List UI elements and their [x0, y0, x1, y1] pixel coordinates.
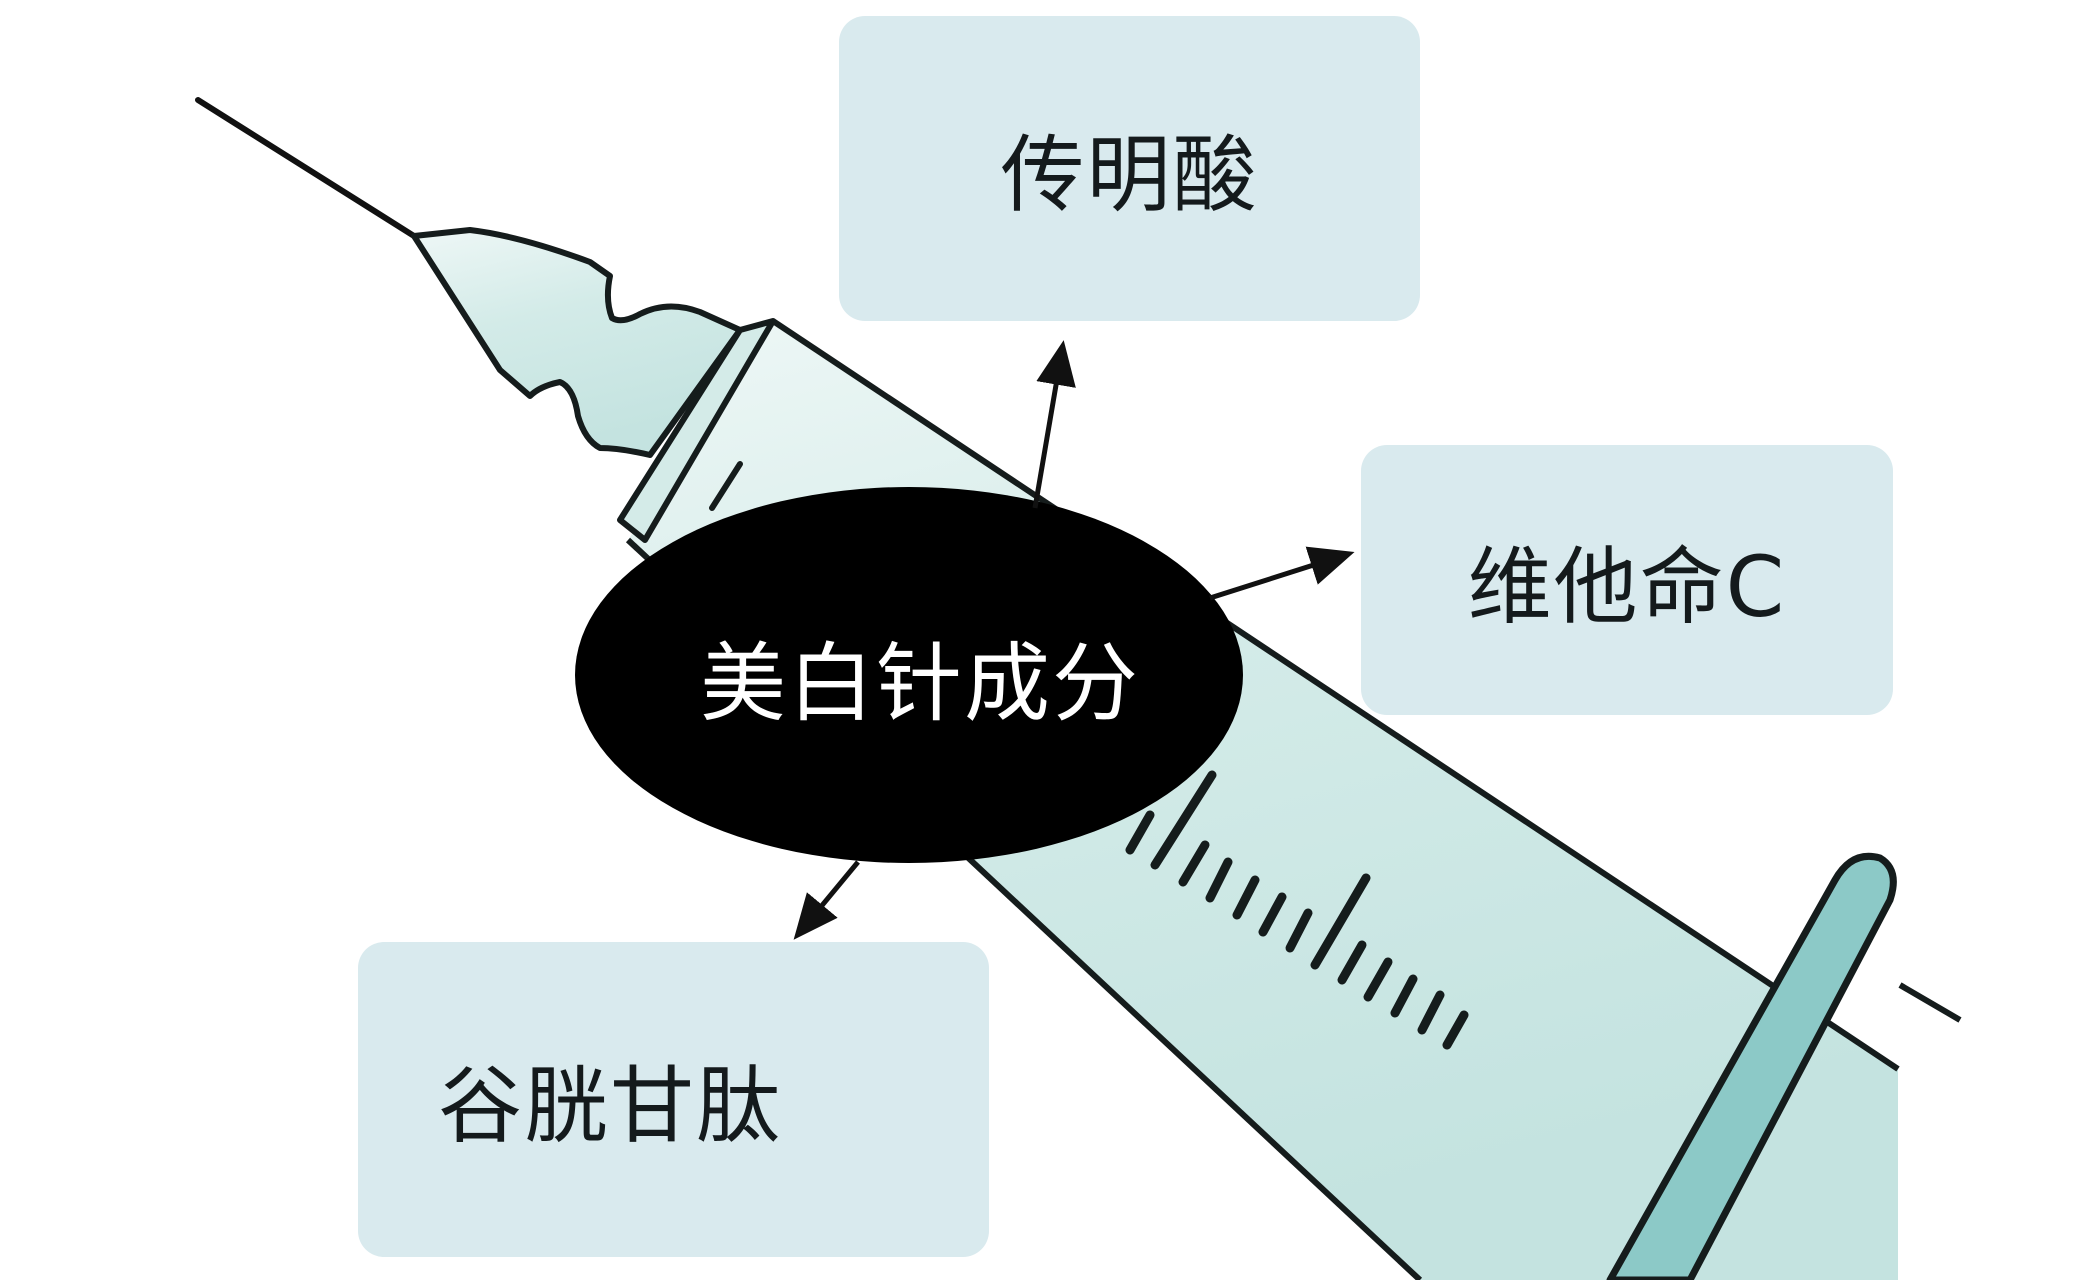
ingredient-label: 谷胱甘肽 [438, 1057, 783, 1155]
ingredient-label: 维他命C [1467, 537, 1787, 636]
ingredient-box-tranexamic-acid: 传明酸 [839, 16, 1420, 321]
ingredient-box-glutathione: 谷胱甘肽 [358, 942, 989, 1257]
needle [195, 97, 417, 239]
center-node-ellipse [575, 487, 1243, 863]
graduation-marks [1125, 770, 1469, 1050]
syringe-hub [411, 227, 743, 458]
ingredient-label: 传明酸 [1000, 126, 1259, 224]
ingredient-box-vitamin-c: 维他命C [1361, 445, 1893, 715]
center-node-label: 美白针成分 [700, 633, 1140, 734]
plunger-flange [1606, 852, 1897, 1280]
arrow-to-vitamin-c [1209, 546, 1355, 601]
arrow-to-glutathione [793, 860, 860, 940]
arrow-to-tranexamic-acid [1032, 340, 1076, 509]
